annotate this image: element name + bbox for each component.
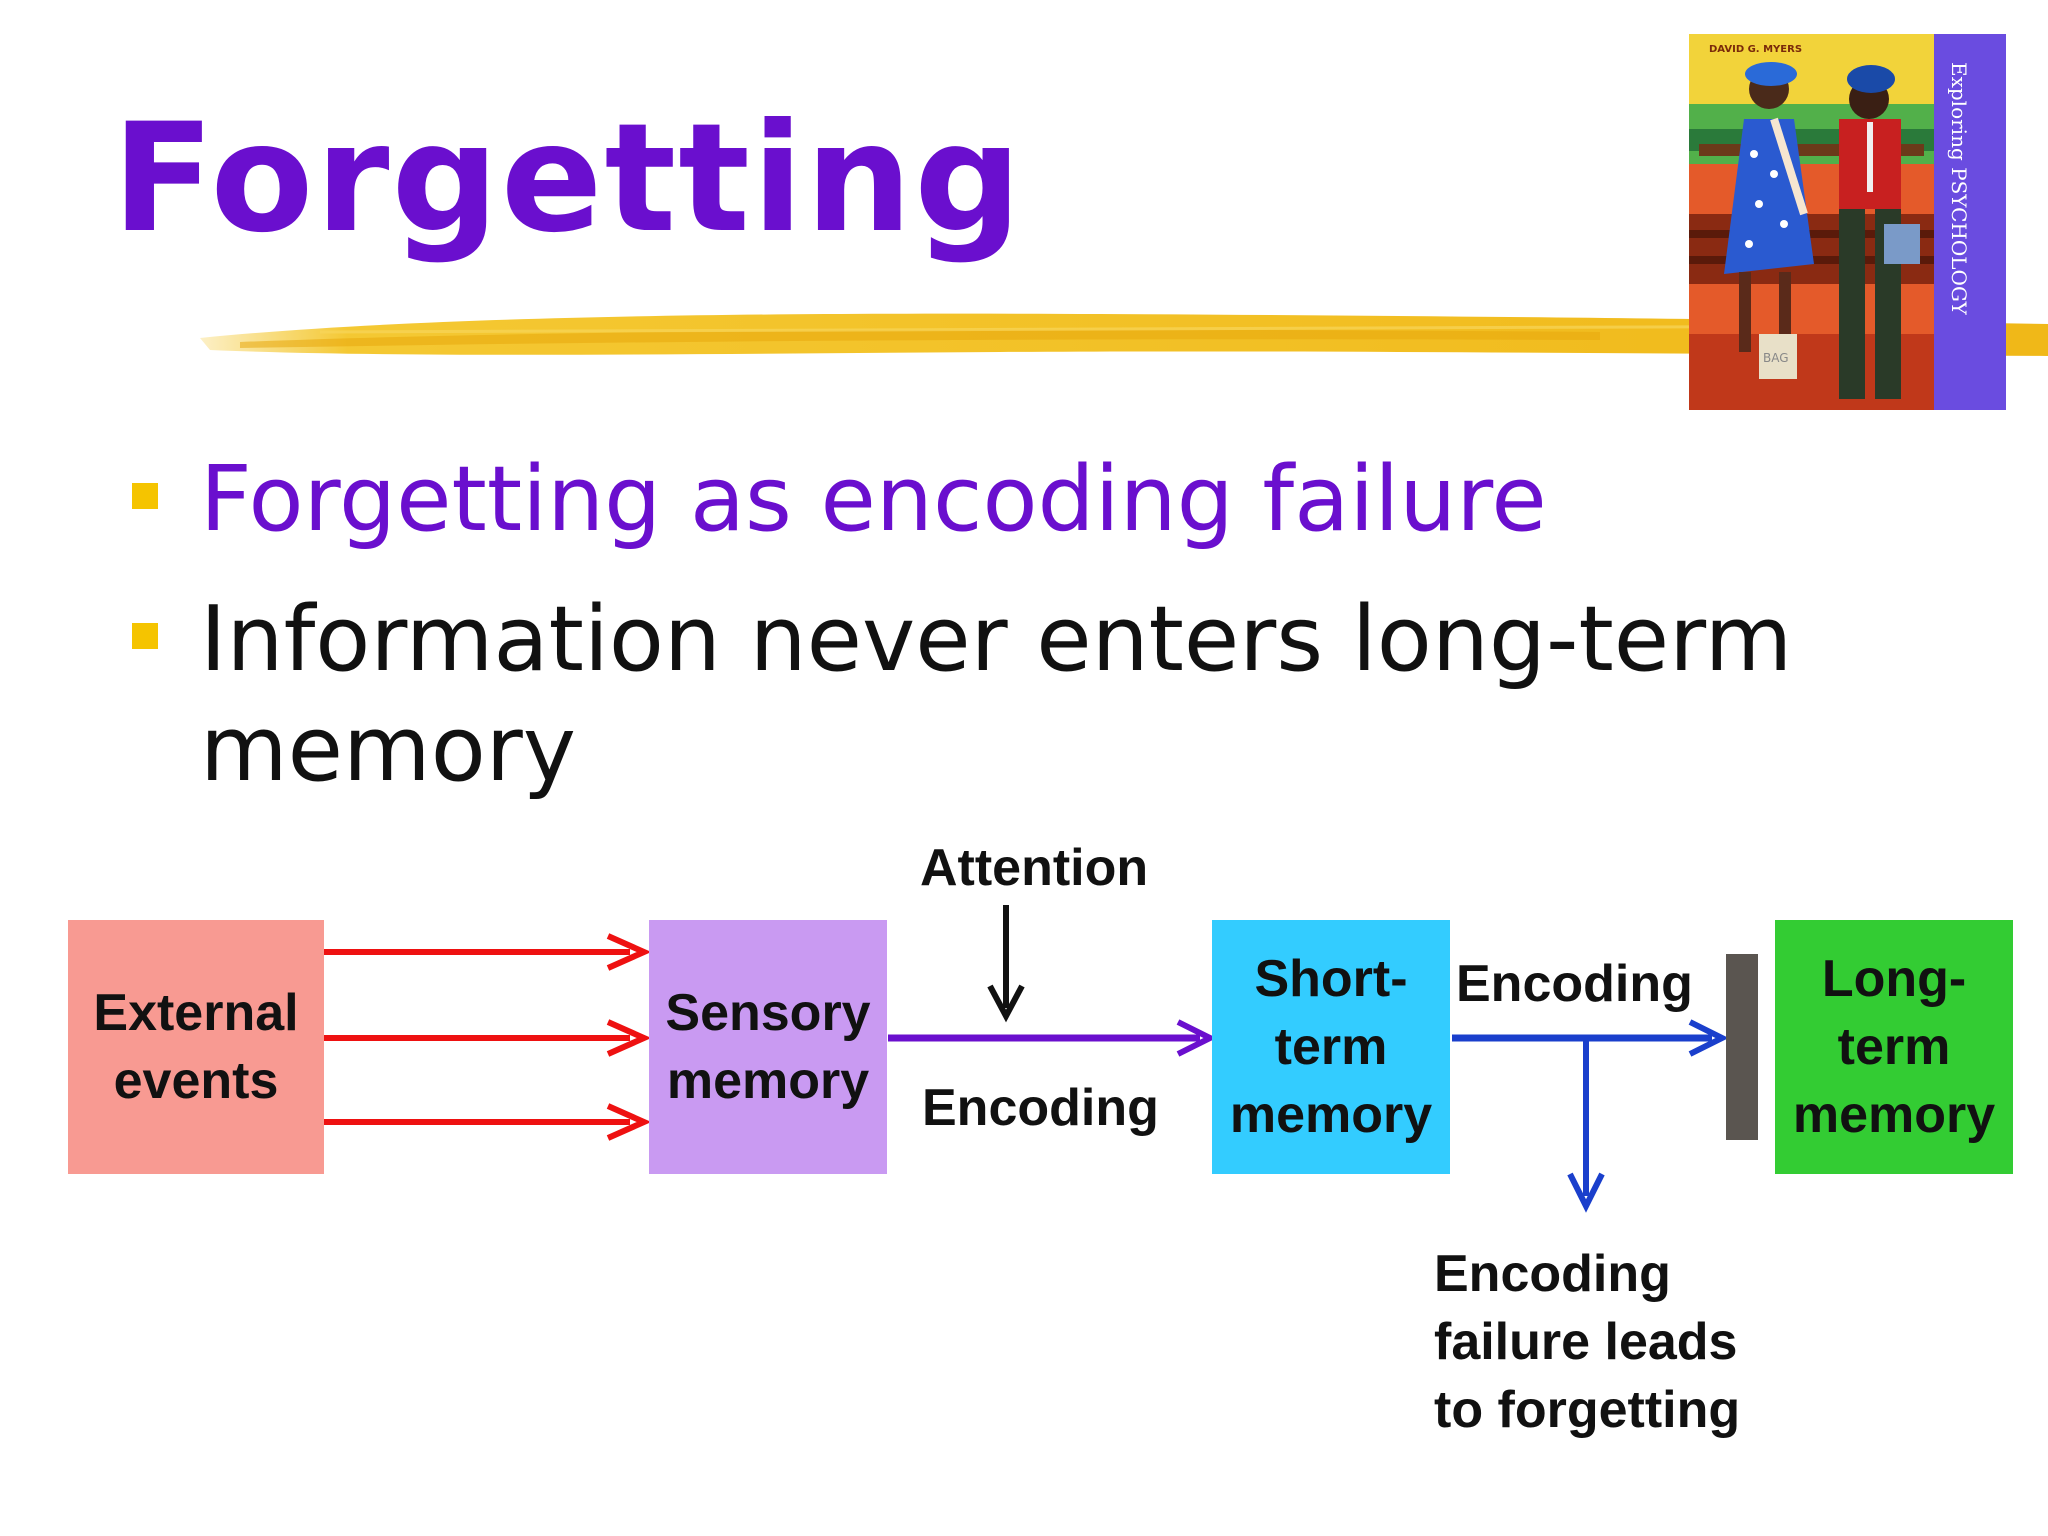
- book-author-text: DAVID G. MYERS: [1709, 44, 1802, 55]
- label-encoding-2: Encoding: [1456, 955, 1693, 1013]
- red-arrow-top: [324, 933, 652, 971]
- encoding-arrow-purple: [888, 1019, 1217, 1057]
- book-bag-label: BAG: [1763, 351, 1789, 365]
- box-short-term-memory: Short- term memory: [1212, 920, 1450, 1174]
- label-encoding-failure: Encoding failure leads to forgetting: [1434, 1245, 1741, 1439]
- failure-arrow-down: [1567, 1038, 1605, 1213]
- bullet-text-information: Information never enters long-term memor…: [200, 585, 1792, 805]
- encoding-arrow-blue: [1452, 1019, 1729, 1057]
- red-arrow-middle: [324, 1019, 652, 1057]
- book-cover-image: DAVID G. MYERS Exploring PSYCHOLOGY BAG: [1689, 34, 2006, 410]
- bullet-marker-2: [132, 623, 158, 649]
- label-encoding-1: Encoding: [922, 1079, 1159, 1137]
- bullet-text-line-2: memory: [200, 697, 577, 802]
- bullet-text-encoding-failure: Forgetting as encoding failure: [200, 447, 1547, 552]
- box-external-events: External events: [68, 920, 324, 1174]
- slide-title: Forgetting: [112, 92, 1024, 266]
- encoding-barrier: [1726, 954, 1758, 1140]
- book-title-text: Exploring PSYCHOLOGY: [1947, 62, 1971, 316]
- attention-arrow: [987, 905, 1025, 1023]
- bullet-text-line-1: Information never enters long-term: [200, 587, 1793, 692]
- bullet-marker-1: [132, 483, 158, 509]
- red-arrow-bottom: [324, 1103, 652, 1141]
- label-attention: Attention: [920, 839, 1149, 897]
- box-long-term-memory: Long- term memory: [1775, 920, 2013, 1174]
- box-sensory-memory: Sensory memory: [649, 920, 887, 1174]
- title-underline-brushstroke: [200, 313, 2048, 356]
